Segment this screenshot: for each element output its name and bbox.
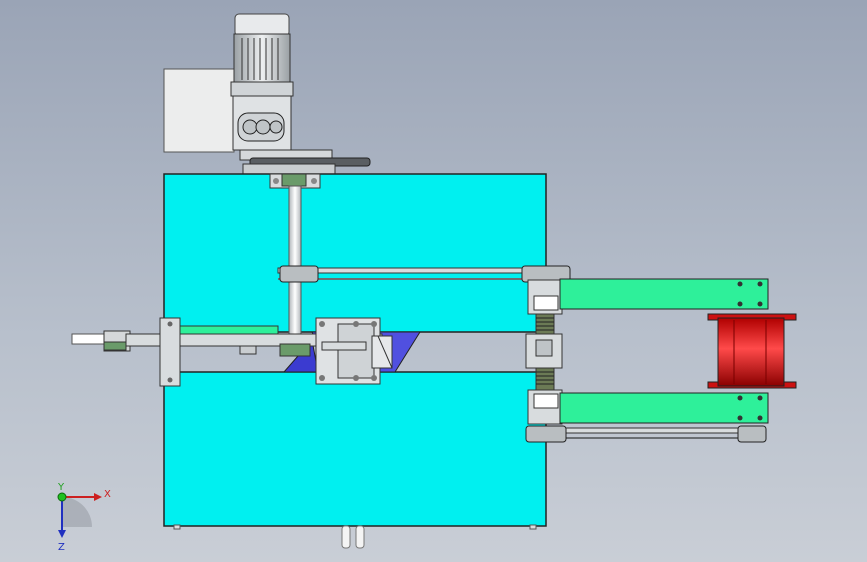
lower-housing (163, 371, 547, 527)
bottom-outlet-pipes (341, 525, 365, 549)
upper-housing (163, 173, 547, 333)
triad-y-label: Y (57, 482, 65, 493)
center-gearbox (315, 317, 393, 385)
upper-belt (277, 265, 571, 283)
coordinate-triad (57, 492, 102, 538)
top-pulley-assembly (239, 149, 371, 175)
foot-left (173, 524, 181, 530)
upper-green-arm (559, 278, 769, 310)
motor (230, 13, 294, 151)
right-guide-column (525, 279, 563, 425)
triad-x-label: X (104, 489, 111, 500)
red-spool (707, 313, 797, 389)
lower-green-arm (559, 392, 769, 424)
triad-z-label: Z (58, 542, 65, 553)
lower-belt (525, 425, 767, 443)
motor-mount-plate (163, 68, 235, 153)
foot-right (529, 524, 537, 530)
